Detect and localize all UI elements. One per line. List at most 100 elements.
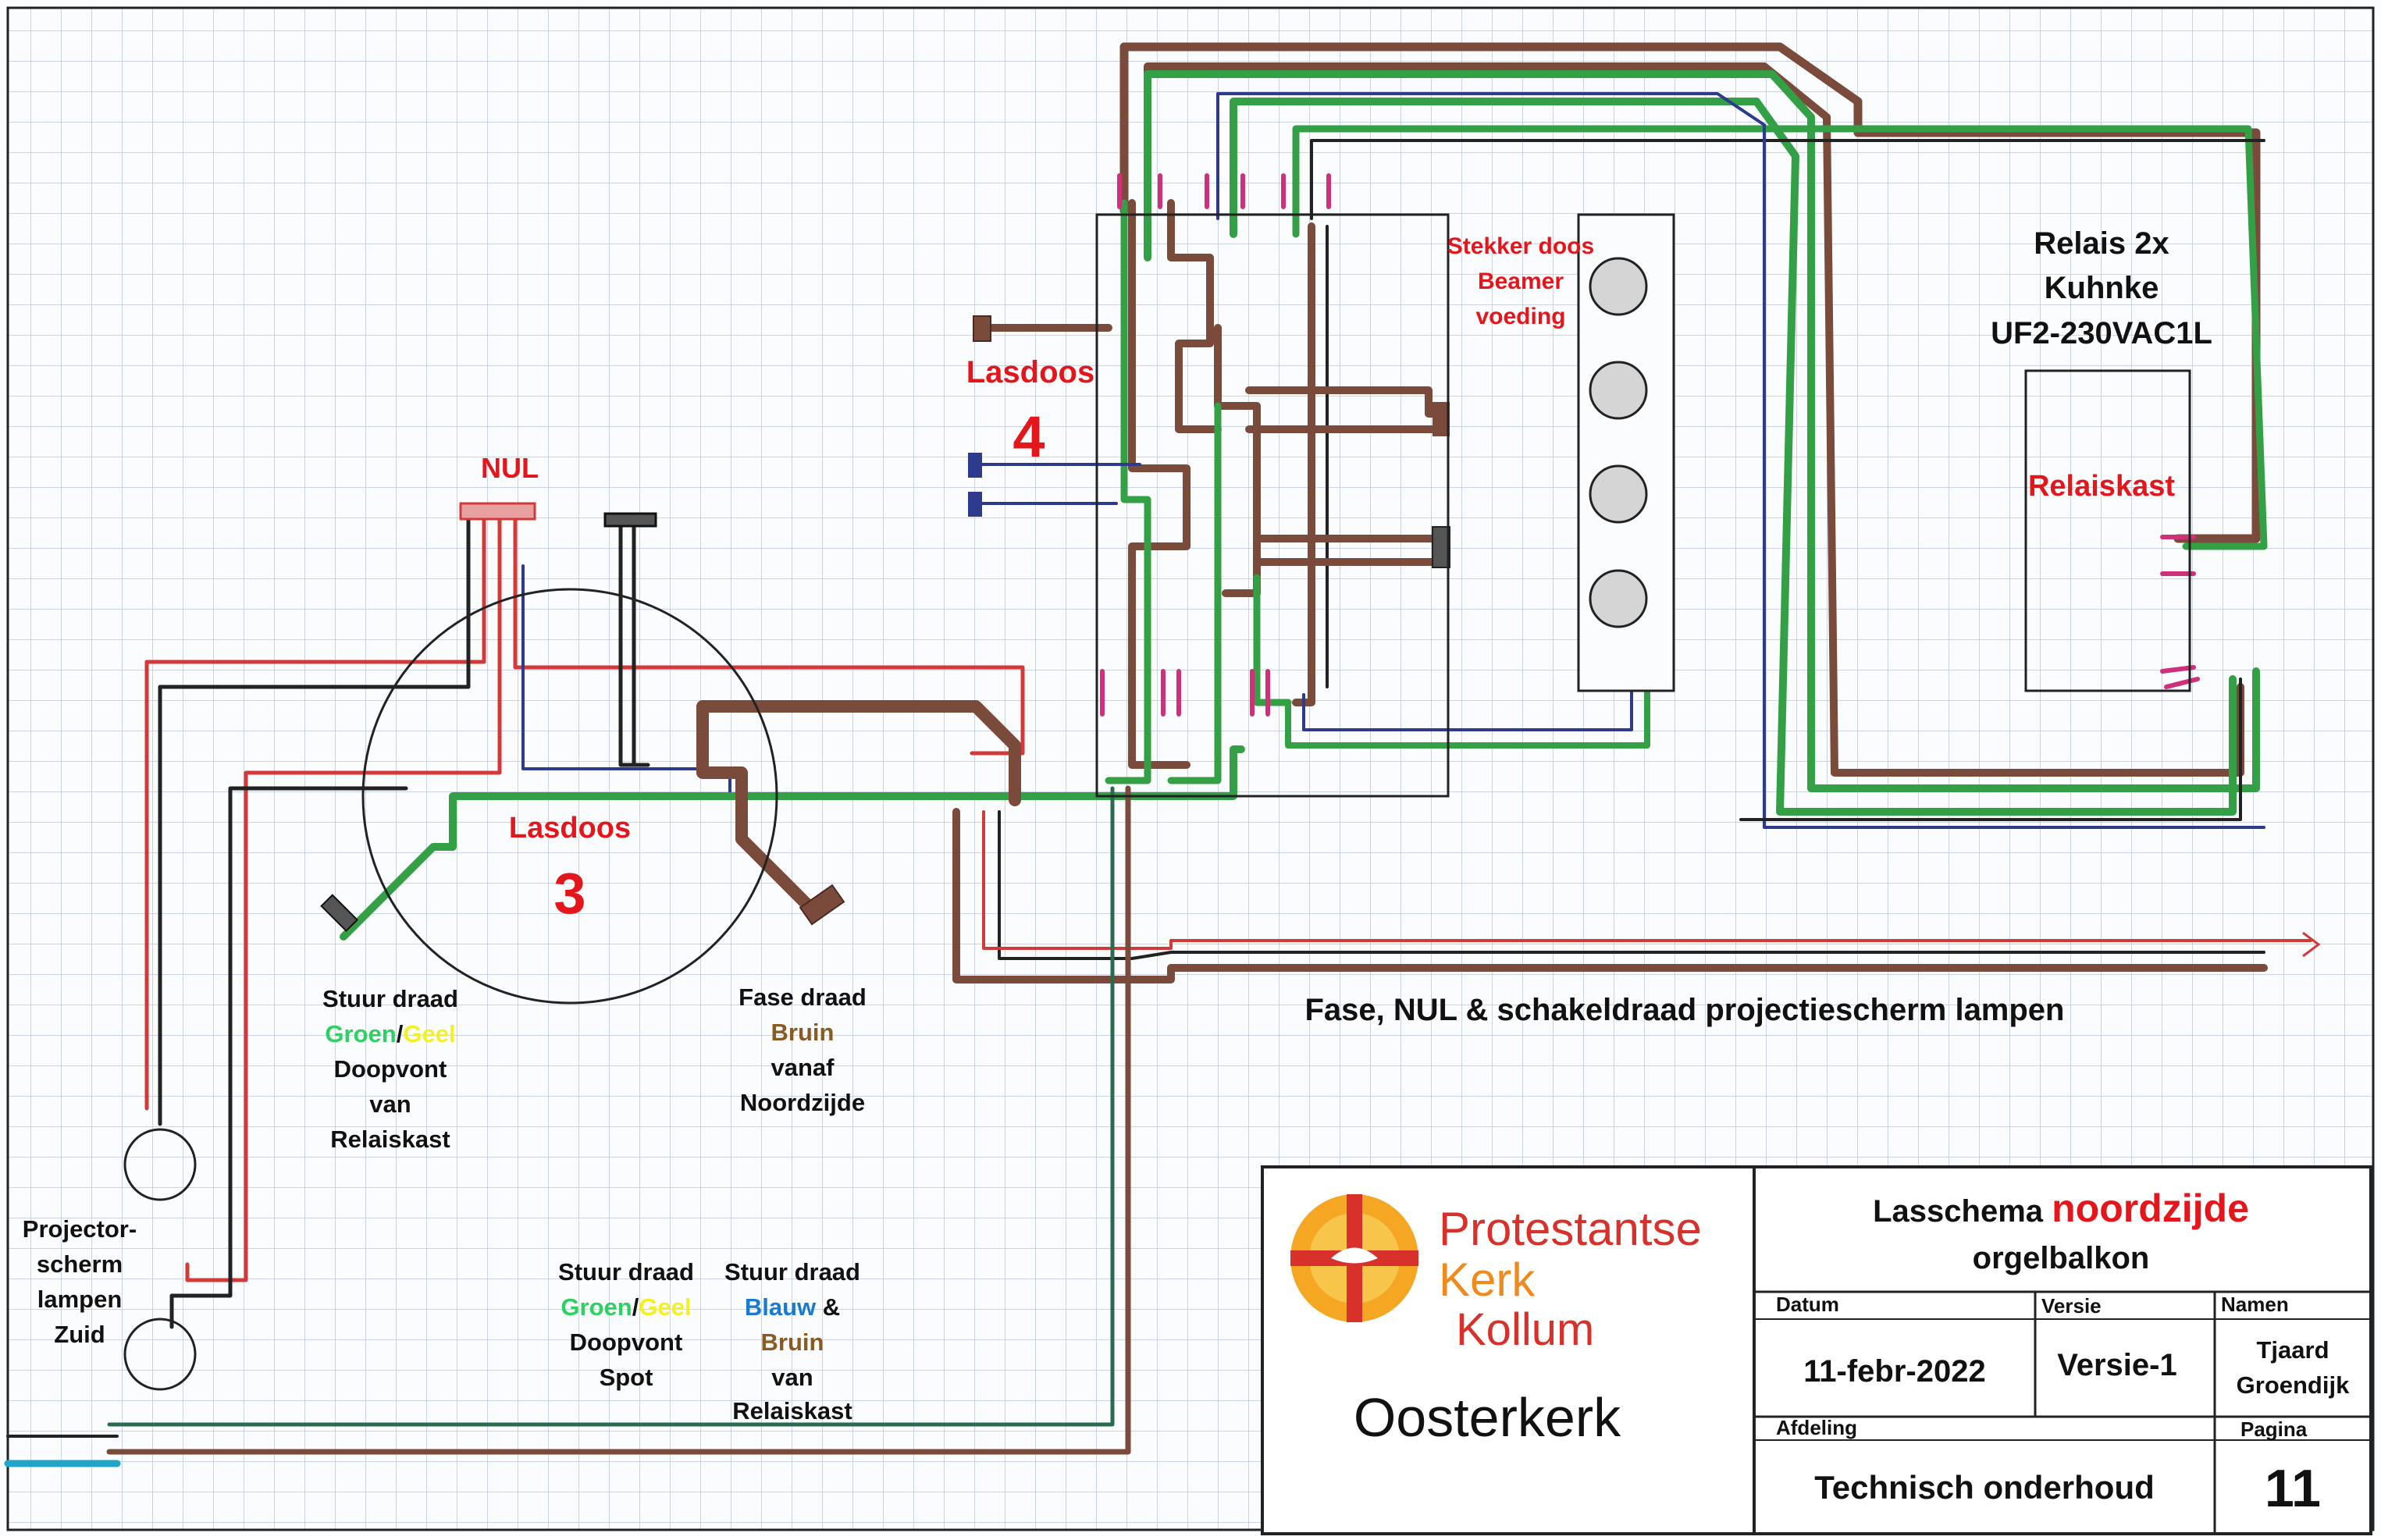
- sheet-border: [6, 6, 2375, 1531]
- versie-value: Versie-1: [2057, 1348, 2176, 1382]
- red-wire-3: [513, 513, 1025, 756]
- blue-loop-line: [1216, 92, 2265, 829]
- namen-value-2: Groendijk: [2237, 1371, 2350, 1399]
- label-stekker-3: voeding: [1475, 304, 1565, 329]
- church-name: Oosterkerk: [1354, 1387, 1621, 1448]
- brown-lasdoos4-1: [1128, 199, 1190, 769]
- brown-lasdoos4-3: [1214, 324, 1261, 597]
- pagina-label: Pagina: [2240, 1417, 2308, 1441]
- label-stuur1-line1: Stuur draad: [322, 985, 458, 1012]
- brown-wire-lasdoos3: [696, 700, 1021, 912]
- label-stuur3-amp: &: [816, 1293, 840, 1321]
- green-to-stekker: [1285, 660, 1650, 749]
- marker: [2160, 665, 2196, 674]
- pagina-value: 11: [2265, 1459, 2321, 1518]
- green-loop: [1144, 70, 2260, 792]
- datum-value: 11-febr-2022: [1803, 1354, 1985, 1389]
- black-cap-connector-left: [320, 894, 359, 933]
- org-name-line3: Kollum: [1456, 1304, 1594, 1355]
- drawing-subtitle: orgelbalkon: [1973, 1241, 2150, 1275]
- label-relais-3: UF2-230VAC1L: [1991, 316, 2212, 350]
- label-stuur1-slash: /: [397, 1020, 404, 1047]
- wires-lasdoos-4: [974, 42, 2268, 829]
- label-stuur1-yellow: Geel: [403, 1020, 455, 1047]
- label-fasedraad-brown: Bruin: [771, 1019, 835, 1046]
- label-fase-nul-line: Fase, NUL & schakeldraad projectiescherm…: [1305, 993, 2065, 1027]
- brown-cap-lasdoos4: [973, 315, 991, 342]
- title-block-frame: [1261, 1165, 2372, 1535]
- drawing-title: Lasschema noordzijde: [1873, 1186, 2249, 1230]
- red-wire-bottom: [982, 810, 2312, 950]
- black-loop-line: [1310, 139, 2265, 220]
- drawing-title-highlight: noordzijde: [2052, 1186, 2249, 1230]
- label-fasedraad-rest-1: vanaf: [771, 1054, 835, 1081]
- namen-label: Namen: [2221, 1293, 2289, 1316]
- relaiskast-box: [2024, 369, 2191, 692]
- afdeling-label: Afdeling: [1776, 1416, 1857, 1439]
- label-stuur3-brown: Bruin: [761, 1328, 824, 1356]
- socket-4: [1589, 569, 1648, 628]
- label-lasdoos3-number: 3: [553, 861, 585, 926]
- wires-lasdoos-3: [4, 513, 2312, 1467]
- green-loop-2: [1230, 98, 2237, 816]
- label-projector-1: Projector-: [23, 1215, 137, 1243]
- org-name-line1: Protestantse: [1439, 1203, 1702, 1255]
- label-stuur1-colors: Groen/Geel: [325, 1020, 455, 1047]
- datum-label: Datum: [1776, 1293, 1839, 1316]
- label-stekker-2: Beamer: [1478, 269, 1564, 294]
- green-wire-main: [340, 745, 1245, 941]
- church-logo-icon: [1290, 1194, 1418, 1322]
- brown-wire-bottom: [952, 808, 2268, 983]
- label-stuur3-line1: Stuur draad: [724, 1258, 860, 1286]
- lamp-circle-2: [123, 1318, 197, 1391]
- namen-value-1: Tjaard: [2256, 1336, 2329, 1364]
- label-stuur1-green: Groen: [325, 1020, 396, 1047]
- black-wire-bottom: [998, 810, 2265, 960]
- brown-cap-plug-1: [1433, 402, 1450, 436]
- dark-green-wire-bottom: [107, 786, 1115, 1427]
- lamp-circle-1: [123, 1128, 197, 1201]
- label-projector-2: scherm: [37, 1250, 123, 1278]
- logo-dove: [1331, 1247, 1378, 1264]
- label-stuur3-rest-1: van: [771, 1364, 813, 1391]
- blue-cap-2: [968, 492, 982, 517]
- label-relais-2: Kuhnke: [2045, 271, 2159, 305]
- label-stuur2-yellow: Geel: [639, 1293, 691, 1321]
- label-stuur3-rest-2: Relaiskast: [732, 1397, 852, 1424]
- socket-3: [1589, 464, 1648, 524]
- afdeling-value: Technisch onderhoud: [1814, 1469, 2155, 1506]
- versie-label: Versie: [2041, 1294, 2102, 1318]
- label-stuur2-green: Groen: [561, 1293, 632, 1321]
- label-relaiskast: Relaiskast: [2028, 470, 2175, 503]
- label-stuur2-rest-2: Spot: [600, 1364, 653, 1391]
- label-stuur2-rest-1: Doopvont: [570, 1328, 683, 1356]
- label-nul: NUL: [481, 452, 539, 484]
- red-wire-2: [185, 513, 502, 1282]
- green-lasdoos4-3: [1253, 574, 1292, 706]
- label-stekker-1: Stekker doos: [1447, 233, 1594, 259]
- pink-markers: [1100, 173, 2200, 717]
- blue-to-stekker: [1302, 662, 1633, 731]
- black-cap-connector: [603, 512, 657, 528]
- red-wire-1: [144, 513, 486, 1111]
- title-block: Protestantse Kerk Kollum Oosterkerk Lass…: [1261, 1165, 2372, 1535]
- label-relais-1: Relais 2x: [2034, 226, 2169, 261]
- brown-lasdoos4-2: [1167, 199, 1222, 433]
- brown-wire-long-bottom: [106, 785, 1131, 1455]
- nul-connector: [459, 502, 536, 521]
- black-loop-bottom: [1739, 678, 2242, 821]
- brown-loop-top: [1119, 42, 2261, 543]
- label-projector-3: lampen: [37, 1286, 123, 1313]
- brown-cap-connector: [799, 884, 845, 926]
- label-lasdoos4-number: 4: [1013, 404, 1045, 469]
- label-stuur1-rest-1: Doopvont: [334, 1055, 447, 1083]
- drawing-title-prefix: Lasschema: [1873, 1194, 2052, 1229]
- label-stuur3-blue: Blauw: [745, 1293, 817, 1321]
- black-wire-3: [618, 525, 650, 767]
- label-fasedraad-rest-2: Noordzijde: [740, 1089, 865, 1116]
- lasdoos-3-circle: [361, 588, 778, 1005]
- green-lasdoos4-1: [1105, 199, 1151, 784]
- label-stuur2-colors: Groen/Geel: [561, 1293, 691, 1321]
